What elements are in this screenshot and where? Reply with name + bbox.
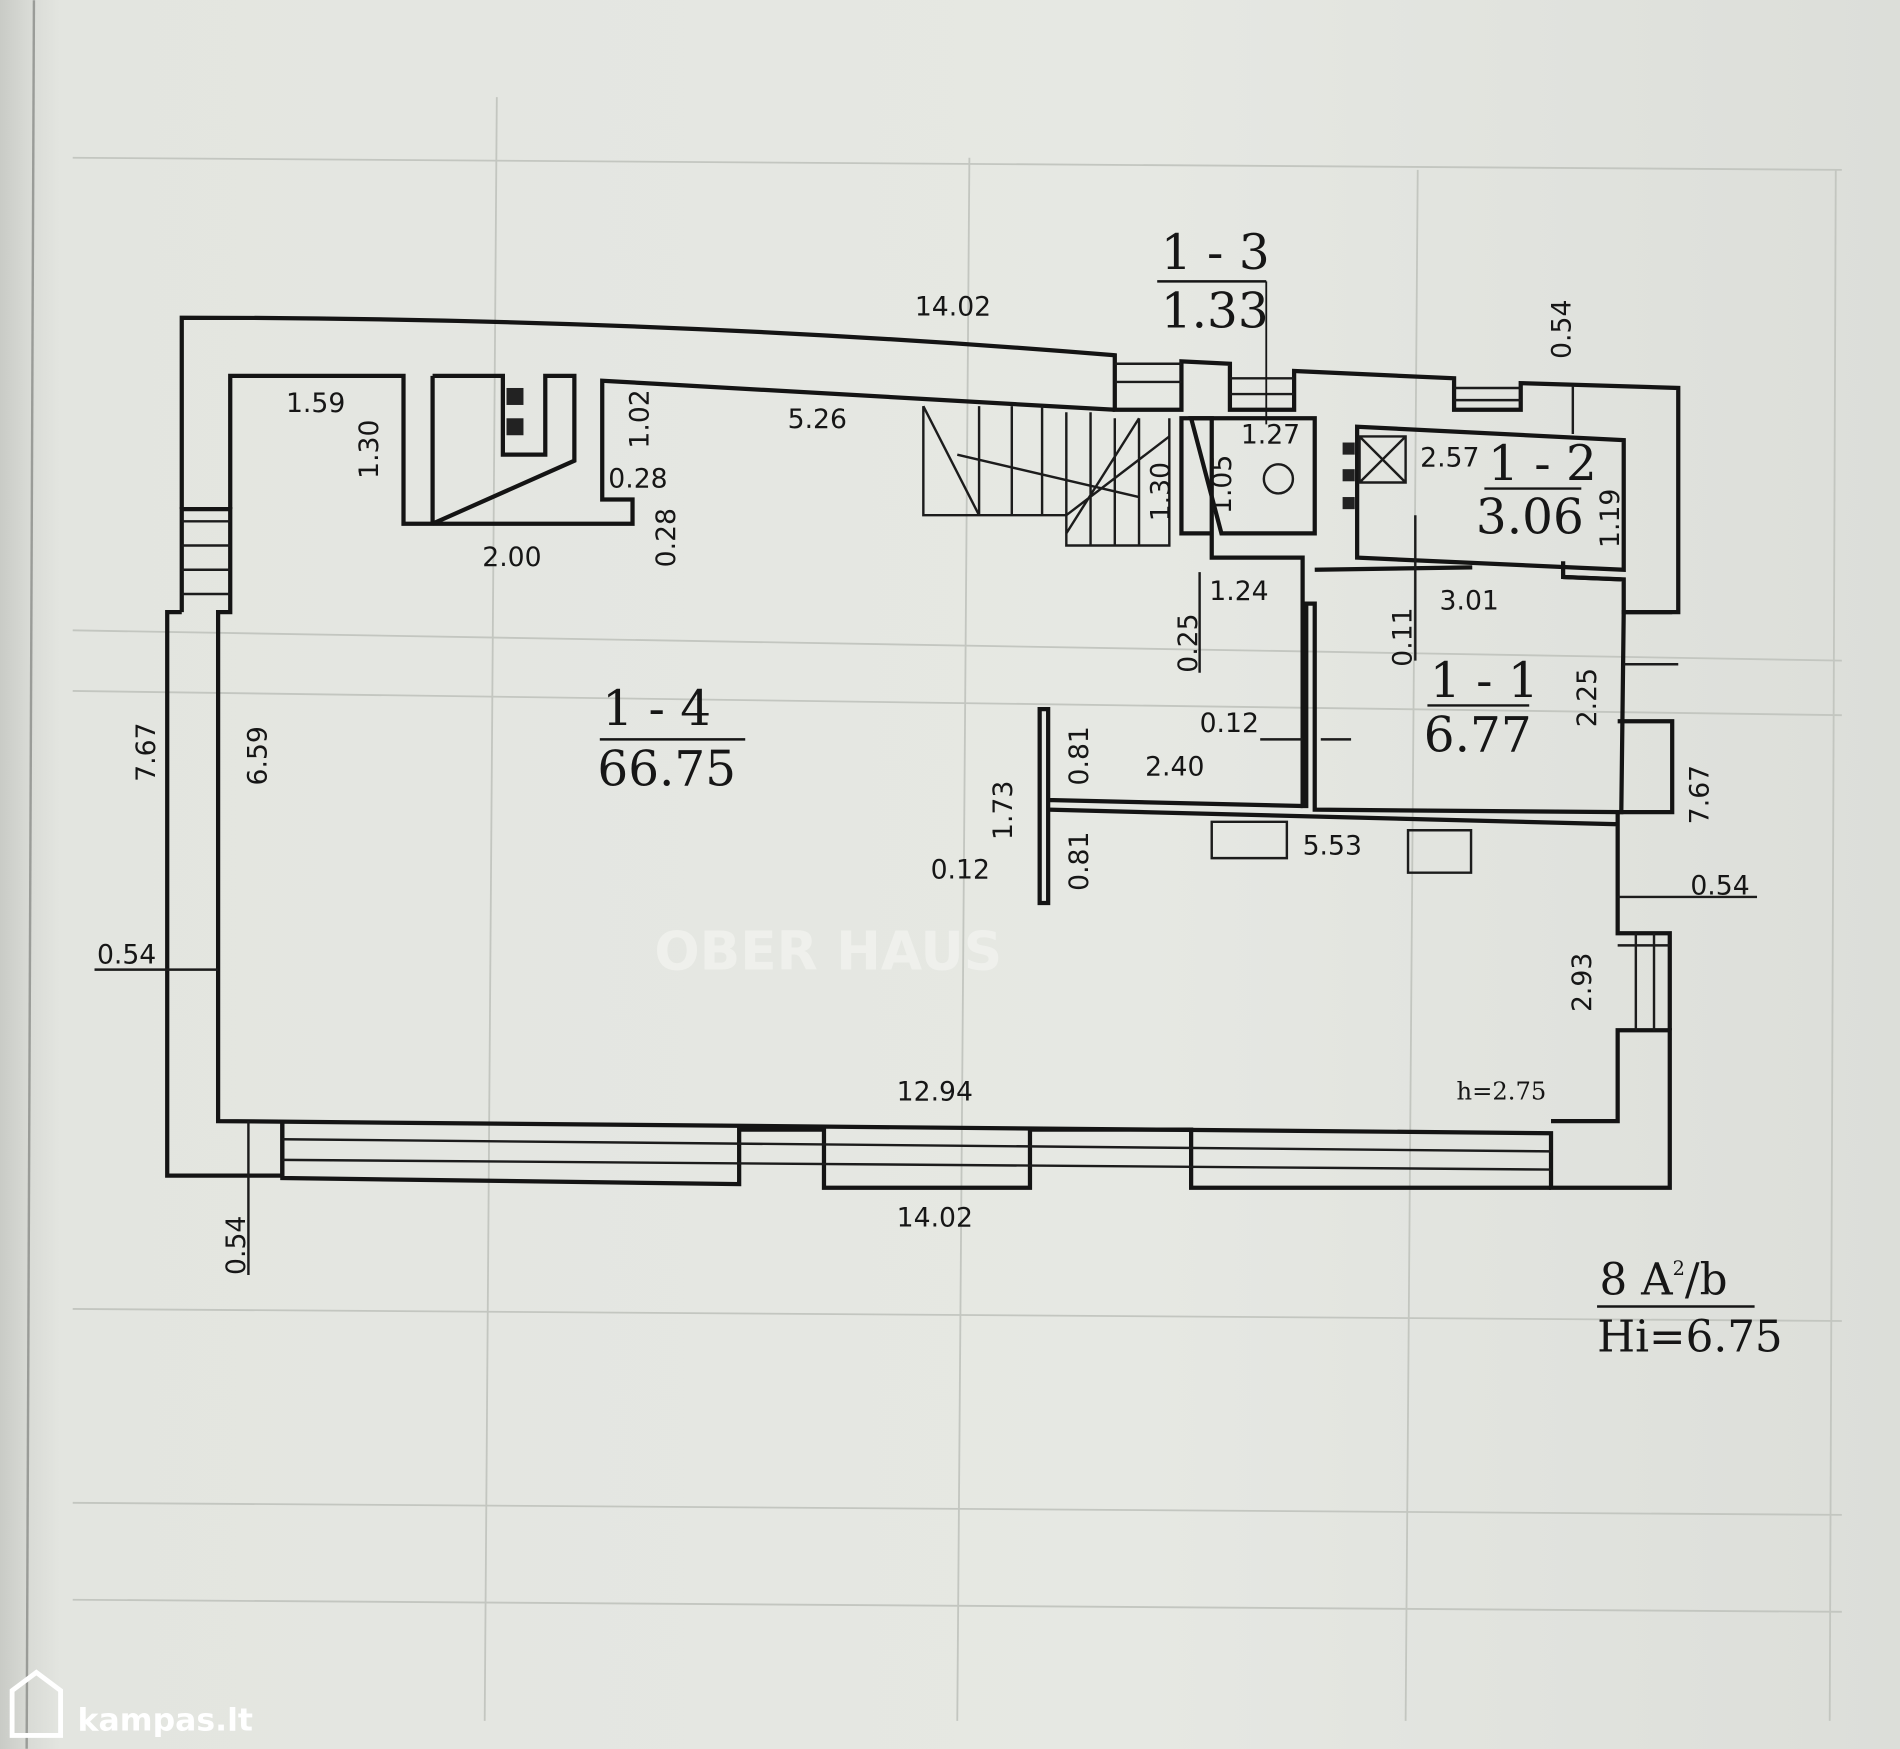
dimension: 0.81 (1064, 832, 1095, 891)
dimension: 1.05 (1207, 455, 1238, 514)
walls (165, 315, 1681, 1190)
room-id: 1 - 1 (1430, 653, 1539, 709)
dimension: 1.73 (988, 781, 1019, 840)
dimension: 2.40 (1145, 752, 1204, 783)
dimension: 0.81 (1064, 726, 1095, 785)
room-id: 1 - 2 (1488, 436, 1597, 492)
watermark: OBER HAUS (654, 921, 1002, 983)
dimension: 2.93 (1567, 953, 1598, 1012)
dimension: 1.59 (286, 388, 345, 419)
room-area: 3.06 (1476, 489, 1584, 545)
dimension: 7.67 (1685, 765, 1716, 824)
dimension: 14.02 (915, 291, 991, 322)
dimension: 12.94 (897, 1076, 973, 1107)
dimension: 0.11 (1388, 607, 1419, 666)
hi-value: Hi=6.75 (1597, 1312, 1783, 1362)
room-area: 6.77 (1424, 708, 1532, 764)
dimension: 5.26 (788, 404, 847, 435)
room-id: 1 - 4 (602, 681, 711, 737)
page-edge (25, 0, 36, 1749)
dimension: 1.30 (1145, 462, 1176, 521)
dimension: 1.30 (354, 420, 385, 479)
dimension: 0.54 (97, 940, 156, 971)
dimension: 2.00 (482, 542, 541, 573)
svg-text:8 A2/b: 8 A2/b (1599, 1255, 1727, 1305)
kampas-logo: kampas.lt (9, 1669, 253, 1739)
room-1-2: 1 - 2 3.06 (1476, 436, 1597, 545)
staircase (922, 405, 1171, 547)
dimension: 0.12 (931, 855, 990, 886)
dimension: 0.28 (608, 463, 667, 494)
building-code-stamp: 8 A2/b Hi=6.75 (1597, 1255, 1783, 1362)
dimension: 1.27 (1241, 420, 1300, 451)
dimension: 0.12 (1200, 708, 1259, 739)
ceiling-height-note: h=2.75 (1457, 1077, 1547, 1105)
dimension: 2.57 (1420, 443, 1479, 474)
house-icon (9, 1669, 64, 1738)
dimension: 6.59 (243, 726, 274, 785)
dimension: 0.28 (651, 508, 682, 567)
dimension-labels: 14.02 1.59 1.30 1.02 0.28 0.28 2.00 5.26… (94, 291, 1758, 1275)
room-area: 1.33 (1161, 283, 1269, 339)
dimension: 3.01 (1440, 586, 1499, 617)
dimension: 0.54 (1546, 300, 1577, 359)
dimension: 1.24 (1209, 576, 1268, 607)
dimension: 0.54 (221, 1216, 252, 1275)
room-1-1: 1 - 1 6.77 (1424, 653, 1539, 764)
room-area: 66.75 (597, 741, 736, 797)
room-id: 1 - 3 (1161, 225, 1270, 281)
dimension: 2.25 (1572, 668, 1603, 727)
room-1-3: 1 - 3 1.33 (1157, 225, 1270, 425)
dimension: 7.67 (131, 722, 162, 781)
dimension: 1.02 (624, 389, 655, 448)
dimension: 1.19 (1595, 489, 1626, 548)
dimension: 5.53 (1303, 831, 1362, 862)
room-1-4: 1 - 4 66.75 (597, 681, 746, 797)
background-table-lines (72, 97, 1842, 1721)
dimension: 14.02 (897, 1203, 973, 1234)
logo-text: kampas.lt (78, 1703, 253, 1739)
